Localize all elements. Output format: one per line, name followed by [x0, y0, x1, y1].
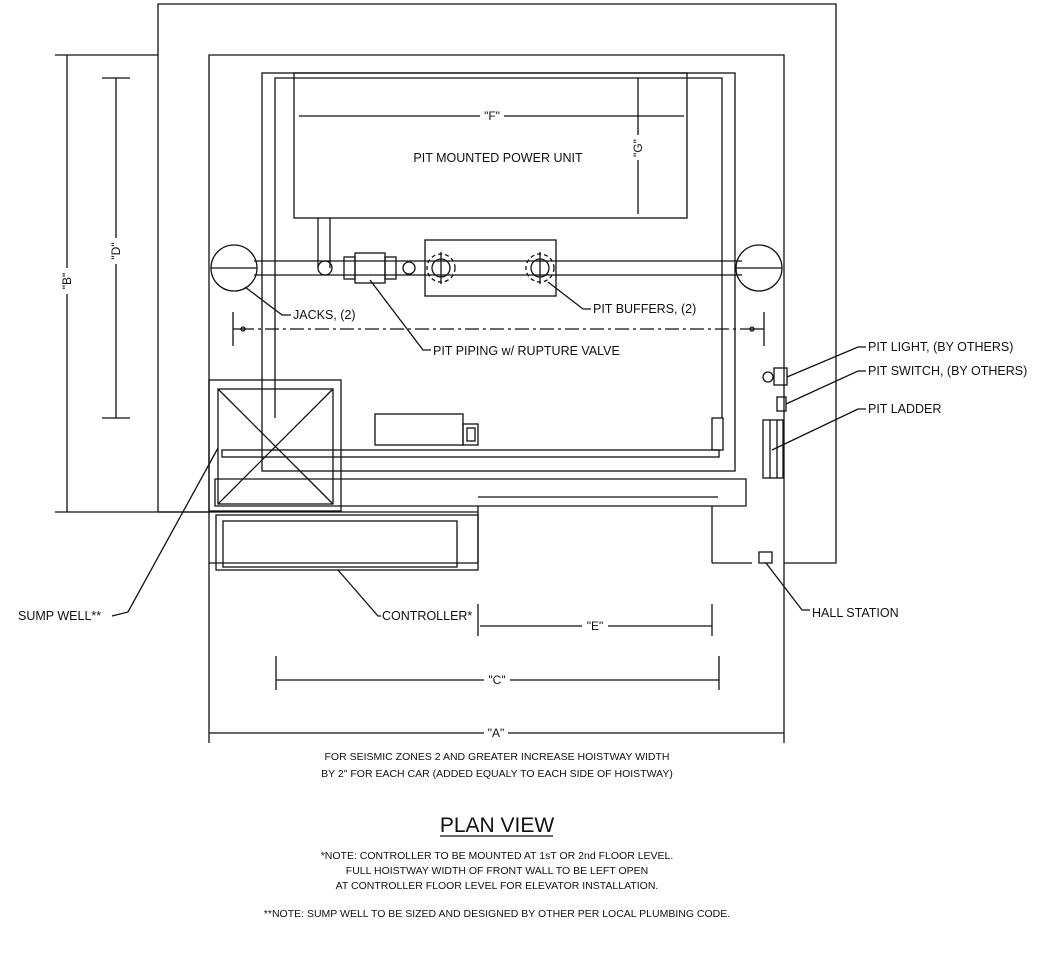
dim-label-a: "A" [488, 726, 505, 740]
sump-well-inner [217, 388, 334, 505]
note-controller-line3: AT CONTROLLER FLOOR LEVEL FOR ELEVATOR I… [336, 880, 659, 892]
leader-pit-ladder [771, 408, 866, 451]
leader-jacks [244, 286, 291, 316]
rupture-valve-fitting [343, 256, 356, 280]
outer-wall [157, 3, 837, 564]
note-seismic-line2: BY 2" FOR EACH CAR (ADDED EQUALY TO EACH… [321, 768, 673, 780]
note-controller-line2: FULL HOISTWAY WIDTH OF FRONT WALL TO BE … [346, 865, 648, 877]
label-jacks: JACKS, (2) [293, 308, 356, 322]
sump-well-outer [208, 379, 342, 512]
label-pit-piping: PIT PIPING w/ RUPTURE VALVE [433, 344, 620, 358]
car-frame-line [274, 77, 723, 418]
dim-label-f: "F" [484, 109, 500, 123]
car-sill [221, 449, 720, 458]
rail-right [751, 312, 765, 346]
leader-pit-light [786, 346, 866, 378]
controller-outer [215, 514, 479, 571]
label-sump-well: SUMP WELL** [18, 609, 101, 623]
car-platform-tab-inner [466, 427, 476, 442]
leader-pit-switch [785, 370, 866, 405]
leader-pit-buffers [547, 281, 591, 310]
label-controller: CONTROLLER* [382, 609, 472, 623]
dim-label-b: "B" [60, 273, 74, 290]
label-pit-ladder: PIT LADDER [868, 402, 941, 416]
buffer-base [424, 239, 557, 297]
pipe-coupling [402, 261, 416, 275]
dim-label-g: "G" [631, 139, 645, 157]
pit-ladder-frame [762, 419, 784, 479]
note-seismic-line1: FOR SEISMIC ZONES 2 AND GREATER INCREASE… [325, 751, 670, 763]
power-unit-box [293, 72, 688, 219]
controller-inner [222, 520, 458, 568]
label-hall-station: HALL STATION [812, 606, 899, 620]
pit-light-bulb [762, 371, 774, 383]
car-platform-block [374, 413, 464, 446]
sump-well-x2 [217, 388, 334, 505]
pit-light-box [773, 367, 788, 386]
dim-label-d: "D" [109, 242, 123, 259]
leader-hall-station [765, 562, 810, 611]
page-title: PLAN VIEW [440, 814, 555, 837]
leader-sump-well [111, 447, 219, 617]
leader-pit-piping [369, 279, 431, 351]
car-platform-tab [462, 423, 479, 446]
hall-station-box [758, 551, 773, 564]
rail-left-bolt [240, 326, 246, 332]
label-power-unit: PIT MOUNTED POWER UNIT [413, 151, 583, 165]
label-pit-switch: PIT SWITCH, (BY OTHERS) [868, 364, 1027, 378]
rail-left [232, 312, 246, 346]
rail-right-bolt [749, 326, 755, 332]
label-pit-light: PIT LIGHT, (BY OTHERS) [868, 340, 1013, 354]
dim-label-e: "E" [587, 619, 604, 633]
dim-label-c: "C" [488, 673, 505, 687]
note-controller-line1: *NOTE: CONTROLLER TO BE MOUNTED AT 1sT O… [321, 850, 674, 862]
rupture-valve [354, 252, 386, 284]
label-pit-buffers: PIT BUFFERS, (2) [593, 302, 696, 316]
rupture-valve-fitting-2 [384, 256, 397, 280]
hoistway-sill [214, 478, 747, 507]
note-sump: **NOTE: SUMP WELL TO BE SIZED AND DESIGN… [264, 908, 730, 920]
leader-controller [337, 569, 381, 617]
car-guide-right [711, 417, 724, 451]
